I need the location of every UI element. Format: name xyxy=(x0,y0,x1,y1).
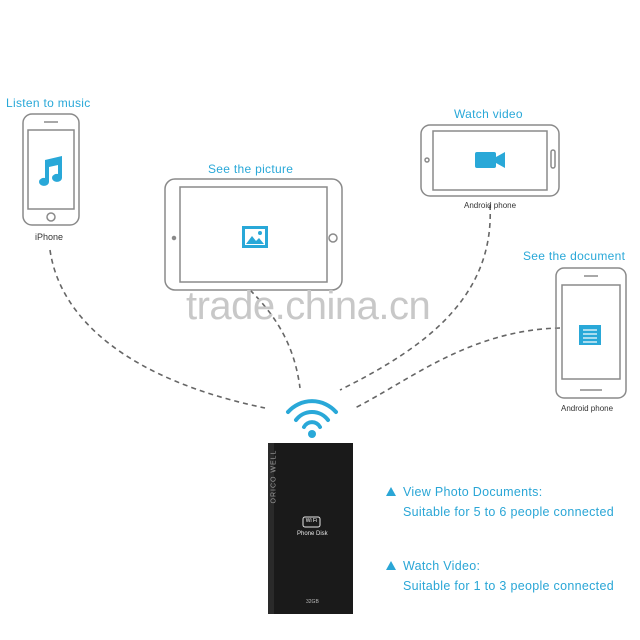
feature-title-video: Watch Video: xyxy=(386,559,480,573)
image-icon xyxy=(242,226,268,248)
disk-capacity: 32GB xyxy=(306,599,319,605)
caption-see-the-picture: See the picture xyxy=(208,162,294,176)
android-portrait-device xyxy=(555,267,627,399)
caption-see-the-document: See the document xyxy=(523,249,626,263)
link-android-portrait xyxy=(354,327,561,409)
link-android-landscape xyxy=(339,204,491,391)
link-iphone xyxy=(49,249,266,409)
wifi-icon xyxy=(286,399,338,429)
caption-android-portrait-model: Android phone xyxy=(561,404,614,413)
triangle-bullet-icon xyxy=(386,487,396,496)
disk-wifi-badge: Wi Fi xyxy=(305,518,318,524)
disk-name: Phone Disk xyxy=(297,531,328,537)
android-landscape-device xyxy=(420,124,560,197)
tablet-device xyxy=(164,178,343,291)
watermark: trade.china.cn xyxy=(186,284,431,328)
feature-title-photo: View Photo Documents: xyxy=(386,485,542,499)
iphone-device xyxy=(22,113,80,226)
link-tablet xyxy=(249,289,301,389)
feature-detail-video: Suitable for 1 to 3 people connected xyxy=(403,579,614,593)
phone-disk-device xyxy=(268,443,353,614)
music-note-icon xyxy=(39,156,62,186)
caption-iphone-model: iPhone xyxy=(35,232,64,242)
caption-android-landscape-model: Android phone xyxy=(464,201,517,210)
video-camera-icon xyxy=(475,152,505,168)
document-icon xyxy=(579,325,601,345)
triangle-bullet-icon xyxy=(386,561,396,570)
caption-watch-video: Watch video xyxy=(454,107,523,121)
caption-listen-to-music: Listen to music xyxy=(6,96,91,110)
wifi-dot xyxy=(308,430,316,438)
disk-brand: ORICO WELL xyxy=(270,449,278,504)
feature-detail-photo: Suitable for 5 to 6 people connected xyxy=(403,505,614,519)
